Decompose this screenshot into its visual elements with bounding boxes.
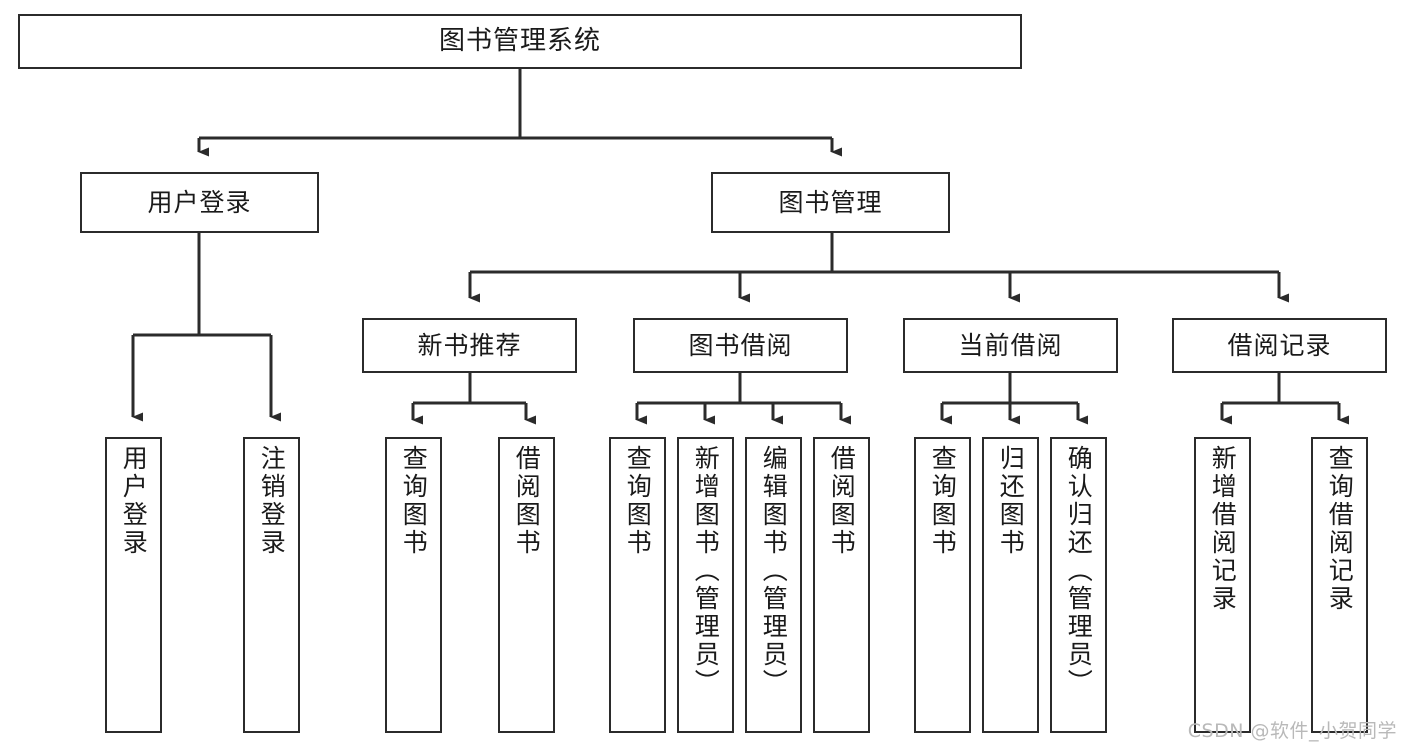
node-root-system[interactable]: 图书管理系统 (18, 14, 1022, 69)
leaf-label: 查询图书 (623, 445, 653, 557)
node-user-login[interactable]: 用户登录 (80, 172, 319, 233)
leaf-label: 确认归还（管理员） (1064, 445, 1094, 697)
leaf-label: 注销登录 (257, 445, 287, 557)
leaf-label: 新增借阅记录 (1208, 445, 1238, 613)
node-current-borrow[interactable]: 当前借阅 (903, 318, 1118, 373)
node-book-management[interactable]: 图书管理 (711, 172, 950, 233)
leaf-label: 新增图书（管理员） (691, 445, 721, 697)
leaf-label: 查询图书 (399, 445, 429, 557)
leaf-current-confirm-return-admin[interactable]: 确认归还（管理员） (1050, 437, 1107, 733)
leaf-label: 编辑图书（管理员） (759, 445, 789, 697)
leaf-record-add-record[interactable]: 新增借阅记录 (1194, 437, 1251, 733)
leaf-label: 归还图书 (996, 445, 1026, 557)
leaf-label: 用户登录 (119, 445, 149, 557)
leaf-borrow-edit-book-admin[interactable]: 编辑图书（管理员） (745, 437, 802, 733)
leaf-current-query-book[interactable]: 查询图书 (914, 437, 971, 733)
csdn-watermark: CSDN @软件_小贺同学 (1187, 720, 1397, 742)
leaf-current-return-book[interactable]: 归还图书 (982, 437, 1039, 733)
leaf-newbook-query-book[interactable]: 查询图书 (385, 437, 442, 733)
leaf-user-logout[interactable]: 注销登录 (243, 437, 300, 733)
leaf-label: 查询图书 (928, 445, 958, 557)
leaf-label: 查询借阅记录 (1325, 445, 1355, 613)
node-book-borrow[interactable]: 图书借阅 (633, 318, 848, 373)
leaf-borrow-add-book-admin[interactable]: 新增图书（管理员） (677, 437, 734, 733)
leaf-user-login[interactable]: 用户登录 (105, 437, 162, 733)
node-new-book-recommend[interactable]: 新书推荐 (362, 318, 577, 373)
leaf-record-query-record[interactable]: 查询借阅记录 (1311, 437, 1368, 733)
leaf-label: 借阅图书 (827, 445, 857, 557)
leaf-label: 借阅图书 (512, 445, 542, 557)
node-borrow-record[interactable]: 借阅记录 (1172, 318, 1387, 373)
leaf-borrow-query-book[interactable]: 查询图书 (609, 437, 666, 733)
leaf-borrow-borrow-book[interactable]: 借阅图书 (813, 437, 870, 733)
leaf-newbook-borrow-book[interactable]: 借阅图书 (498, 437, 555, 733)
